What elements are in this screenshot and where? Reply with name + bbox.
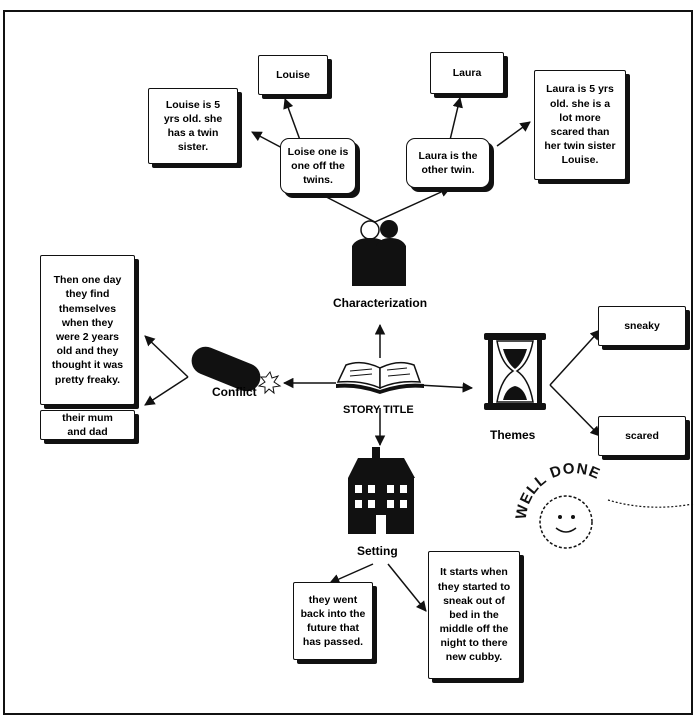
laura-detail-text: Laura is 5 yrs old. she is a lot more sc… [544,83,616,167]
arrow-to-setting-left [329,563,374,584]
conflict-secondary-text: their mum and dad [62,411,113,438]
theme-sneaky-text: sneaky [624,319,660,332]
arrow-to-theme-sneaky [549,329,601,386]
arrow-to-setting-right [387,563,427,612]
connector-lines [144,96,601,612]
laura-role-box: Laura is the other twin. [406,138,490,188]
story-title: STORY TITLE [343,404,414,416]
setting-right-text: It starts when they started to sneak out… [437,566,511,664]
theme-sneaky-box: sneaky [598,306,686,346]
open-book-icon [336,361,424,394]
arrow-to-laura-role [374,187,451,223]
conflict-label: Conflict [212,385,257,399]
well-done-stamp: WELL DONE [513,460,694,549]
characterization-label: Characterization [333,296,428,310]
laura-name-box: Laura [430,52,504,94]
characterization-people-icon [352,220,406,286]
louise-role-text: Loise one is one off the twins. [287,145,349,187]
conflict-secondary-box: their mum and dad [40,410,135,440]
theme-scared-text: scared [625,429,659,442]
louise-detail-box: Louise is 5 yrs old. she has a twin sist… [148,88,238,164]
setting-label: Setting [357,544,398,558]
laura-name-text: Laura [452,66,482,79]
arrow-to-laura-detail [496,121,531,147]
setting-right-box: It starts when they started to sneak out… [428,551,520,679]
arrow-to-themes [417,382,474,393]
conflict-icon [191,346,282,395]
themes-label: Themes [490,428,536,442]
conflict-main-text: Then one day they find themselves when t… [51,274,124,386]
louise-detail-text: Louise is 5 yrs old. she has a twin sist… [163,98,223,154]
setting-left-text: they went back into the future that has … [300,593,366,649]
house-icon [348,447,415,534]
hourglass-icon [484,333,546,410]
laura-role-text: Laura is the other twin. [418,149,478,176]
arrow-to-louise-name [283,98,301,141]
arrow-to-conflict-main [144,335,189,378]
arrow-to-conflict-secondary [144,376,189,406]
setting-left-box: they went back into the future that has … [293,582,373,660]
conflict-main-box: Then one day they find themselves when t… [40,255,135,405]
arrow-to-theme-scared [549,384,601,437]
theme-scared-box: scared [598,416,686,456]
arrow-to-laura-name [449,96,463,141]
laura-detail-box: Laura is 5 yrs old. she is a lot more sc… [534,70,626,180]
louise-name-text: Louise [276,68,310,81]
louise-role-box: Loise one is one off the twins. [280,138,356,194]
page-frame [3,10,693,715]
louise-name-box: Louise [258,55,328,95]
